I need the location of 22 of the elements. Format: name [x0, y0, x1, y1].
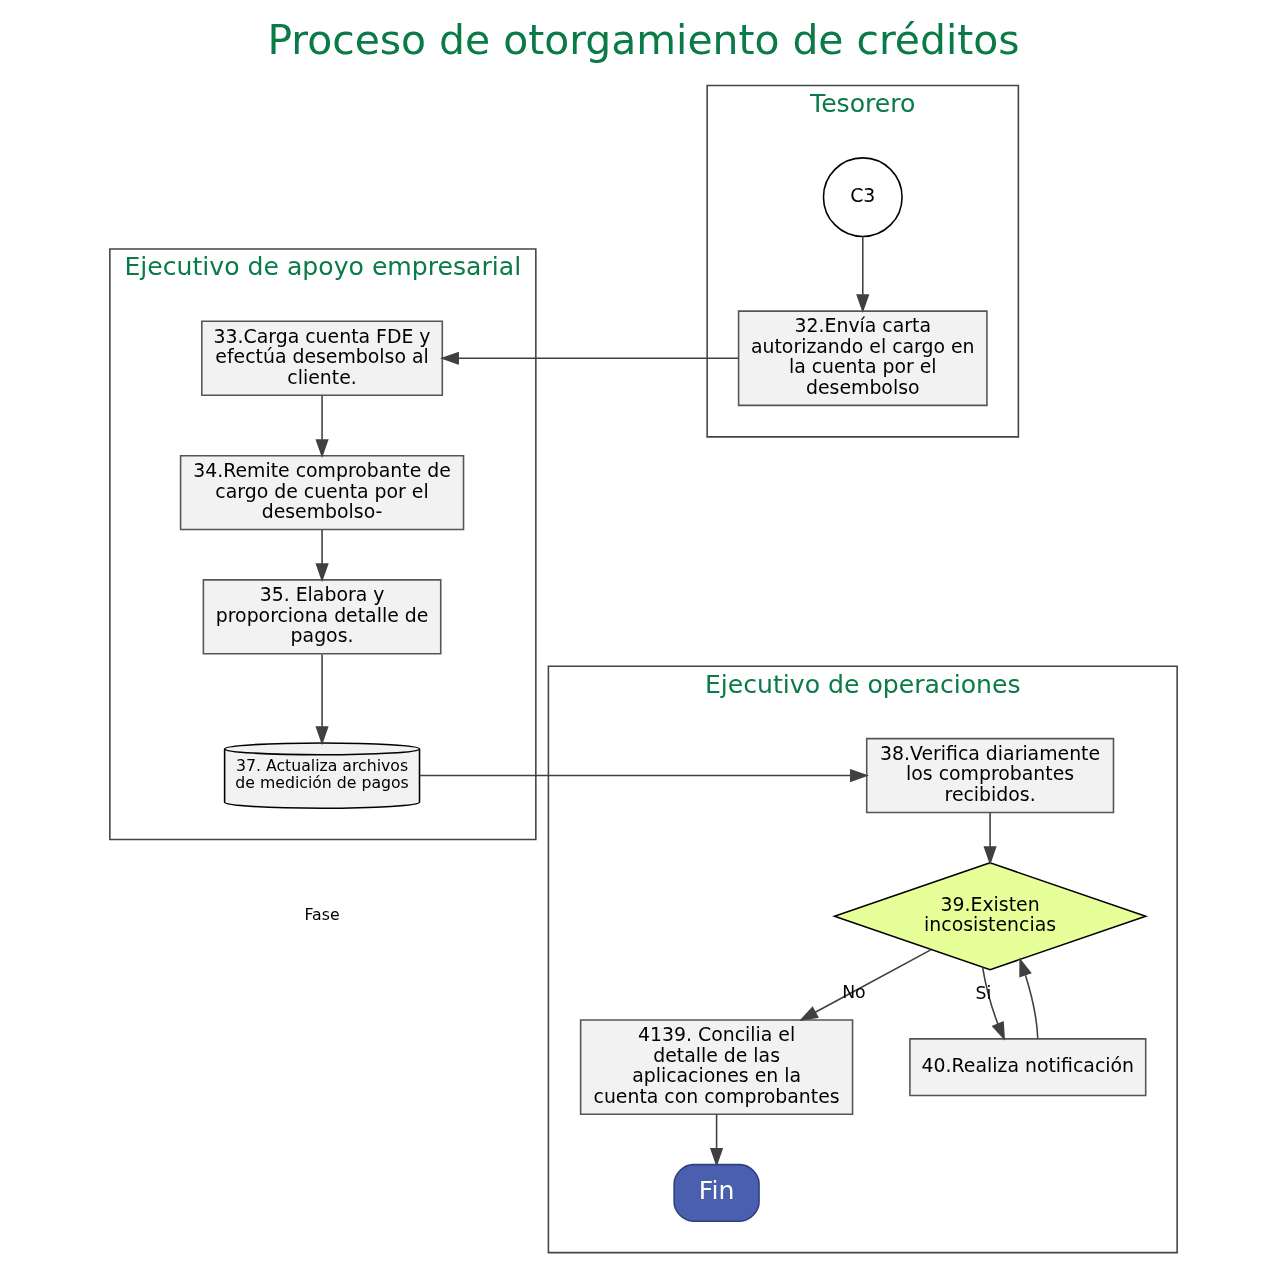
- node-box: 38.Verifica diariamente los comprobantes recibidos.: [865, 737, 1115, 814]
- node-diamond: 39.Existen incosistencias: [832, 861, 1149, 971]
- arrow: [983, 811, 997, 866]
- node-box: 33.Carga cuenta FDE y efectúa desembolso al cliente.: [201, 320, 444, 396]
- node-box: Fin: [673, 1163, 760, 1222]
- label: Fase: [304, 905, 340, 925]
- arrow: [315, 653, 329, 746]
- node-box: 32.Envía carta autorizando el cargo en la cuenta por el desembolso: [737, 310, 988, 407]
- node-box: 34.Remite comprobante de cargo de cuenta por el desembolso-: [179, 454, 465, 531]
- node-box: 40.Realiza notificación: [909, 1038, 1147, 1097]
- arrow: [440, 351, 740, 365]
- diagram-title: Proceso de otorgamiento de créditos: [267, 15, 1020, 64]
- arrow: [856, 235, 870, 314]
- node-box: 4139. Concilia el detalle de las aplicaciones en la cuenta con comprobantes: [579, 1019, 854, 1116]
- arrow: [799, 949, 932, 1021]
- arrow: [1019, 957, 1039, 1040]
- node-circle: C3: [822, 157, 903, 238]
- node-box: 35. Elabora y proporciona detalle de pagos.: [202, 579, 442, 655]
- arrow: [315, 394, 329, 459]
- arrow: [419, 768, 869, 783]
- arrow: [315, 529, 329, 583]
- arrow: [710, 1113, 724, 1167]
